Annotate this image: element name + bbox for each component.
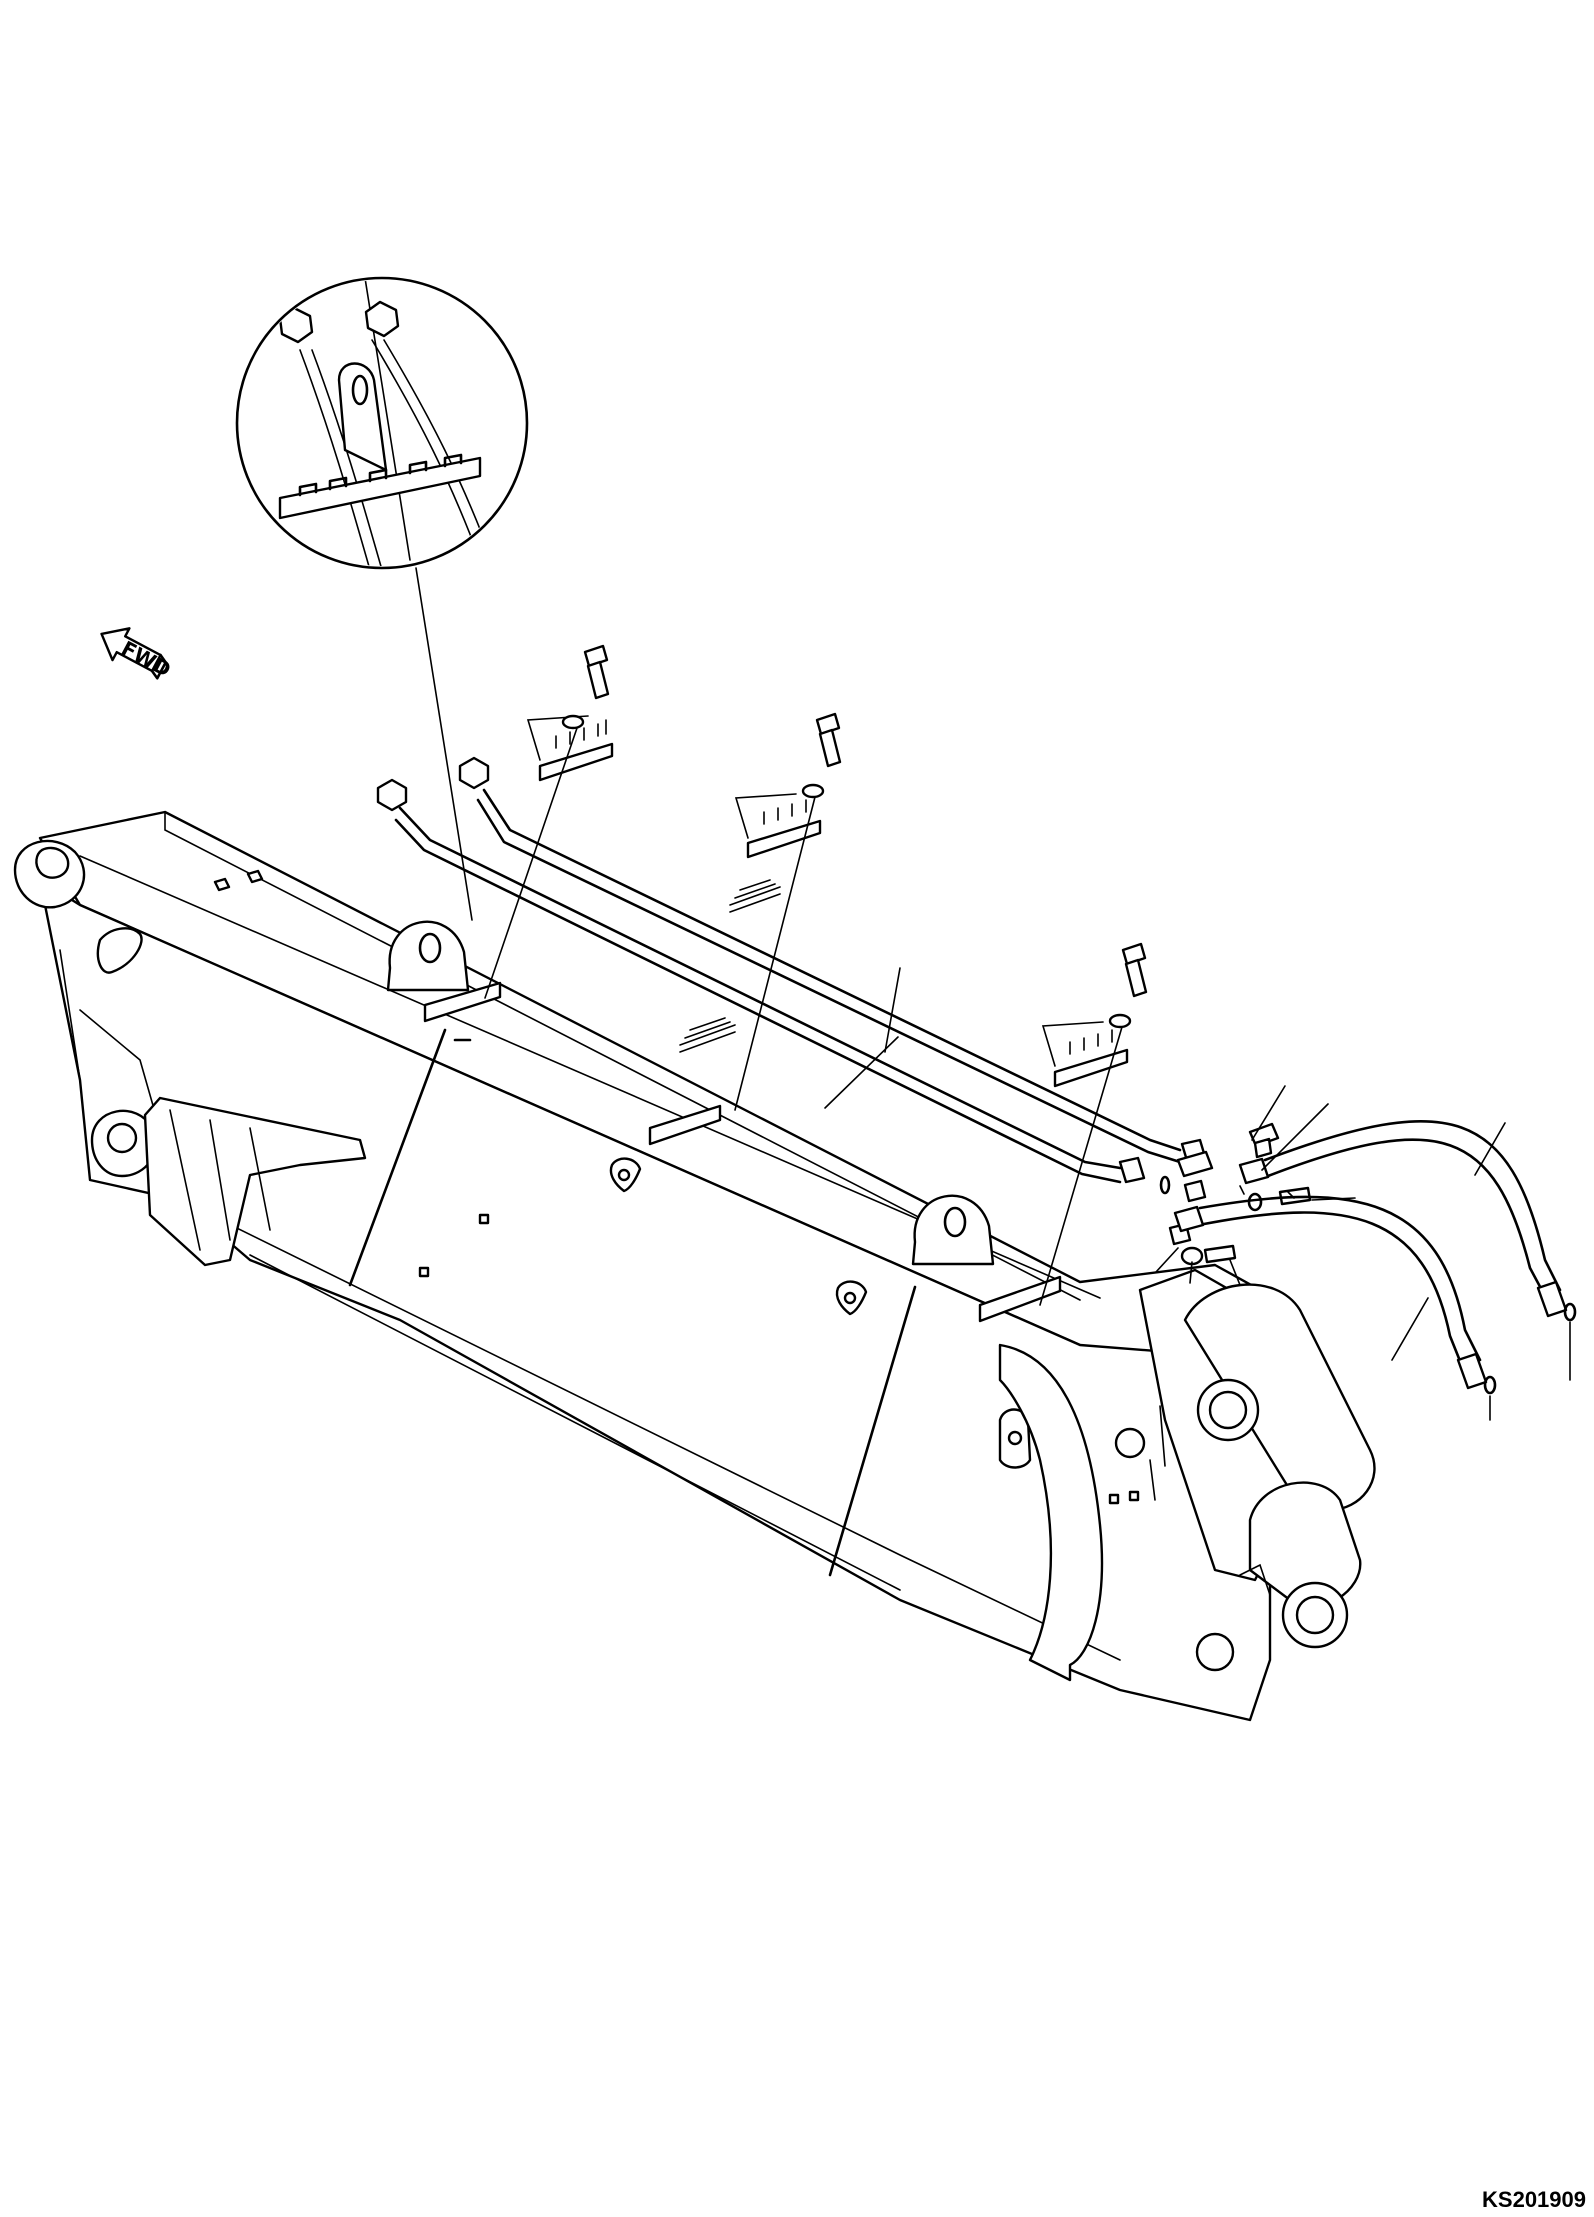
clamp-lower (423, 981, 502, 1023)
clamp-lower (648, 1104, 722, 1146)
arm-side-bracket (1183, 1283, 1376, 1512)
o-ring (1563, 1302, 1577, 1322)
washer (1108, 1013, 1132, 1029)
clamp-upper (538, 742, 614, 782)
detail-magnifier (235, 276, 529, 921)
fwd-label: FWD (118, 636, 175, 682)
hose-end-fitting (1456, 1352, 1488, 1390)
detail-leader-line (415, 567, 473, 921)
pipe-upper (482, 788, 1182, 1152)
hose-end-fitting (1536, 1280, 1568, 1318)
piping-lugs (386, 920, 995, 1266)
clamp-block (278, 456, 482, 520)
steel-pipes (376, 756, 1208, 1184)
washer (561, 714, 585, 730)
boom-structure (13, 810, 1376, 1722)
leader-line (1474, 1122, 1506, 1176)
split-flange (1248, 1122, 1280, 1148)
leader-line (1391, 1297, 1429, 1361)
panel-seam (348, 1028, 447, 1287)
pipe-lug (911, 1194, 995, 1266)
bolt-shank (586, 660, 610, 700)
pipe-fitting-nut (376, 778, 408, 812)
pipe-end-flange (1118, 1156, 1146, 1184)
leader-line (1251, 1085, 1286, 1141)
clamp-lower (978, 1275, 1062, 1323)
bolt-shank (1124, 958, 1148, 998)
leader-line (1189, 1261, 1193, 1284)
split-flange (1176, 1150, 1214, 1178)
leader-line (884, 967, 901, 1053)
pipe-lug (386, 920, 470, 992)
hose-fitting (1238, 1157, 1270, 1185)
hose-lower (1198, 1195, 1482, 1362)
reinforcement-plate (998, 1343, 1104, 1682)
o-ring (1247, 1192, 1263, 1212)
bolt-shank (818, 728, 842, 768)
flange-bolt (1203, 1244, 1237, 1264)
pipe-lower (398, 806, 1122, 1170)
leader-line (1311, 1197, 1356, 1201)
pipe-fitting-nut (458, 756, 490, 790)
top-lug (96, 927, 143, 974)
hose-fitting-nut (278, 306, 314, 344)
hose-fitting (1173, 1205, 1205, 1233)
o-ring (1159, 1175, 1171, 1195)
hose-fitting-nut (364, 300, 400, 338)
callout-leaders (824, 967, 1571, 1421)
bolt-head (583, 644, 609, 668)
leader-line (1261, 1103, 1329, 1171)
bolt-head (815, 712, 841, 736)
clamp-upper (746, 819, 822, 859)
leader-line (1229, 1259, 1241, 1286)
panel-seam (828, 1285, 917, 1577)
drawing-code: KS201909 (1482, 2187, 1586, 2212)
boom-side-panel (38, 878, 1272, 1722)
washer (801, 783, 825, 799)
bracket-plate (337, 362, 388, 472)
hose-upper (1263, 1120, 1562, 1292)
fwd-direction-arrow: FWD (100, 627, 175, 682)
bolt-head (1121, 942, 1147, 966)
leader-line (824, 1036, 899, 1109)
bolts (484, 644, 1148, 1306)
o-ring (1483, 1375, 1497, 1395)
leader-line (1155, 1247, 1179, 1273)
pipe-clamps (423, 715, 1129, 1323)
detail-circle (235, 276, 529, 570)
flange-parts (1159, 1122, 1312, 1266)
hoses (1173, 1120, 1577, 1395)
split-flange (1183, 1179, 1207, 1203)
clamp-upper (1053, 1048, 1129, 1088)
cylinder-bracket (143, 1096, 367, 1267)
